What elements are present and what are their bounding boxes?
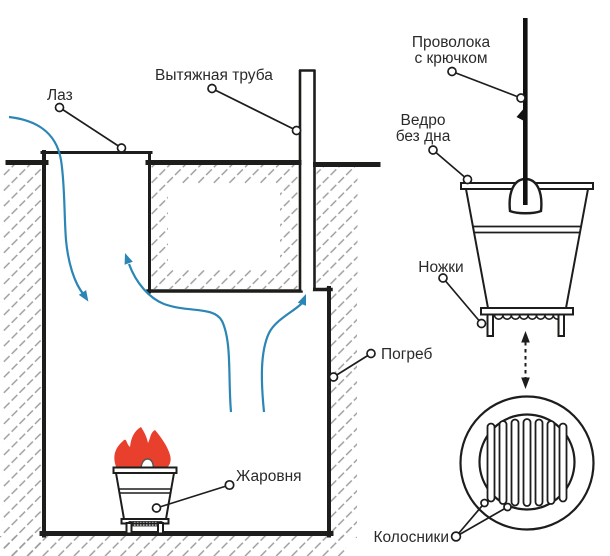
- label-legs: Ножки: [418, 259, 463, 276]
- airflow-in-arrowhead-icon: [78, 290, 89, 302]
- leader-line: [432, 149, 469, 181]
- leader-node: [207, 83, 217, 94]
- label-brazier: Жаровня: [236, 468, 302, 485]
- airflow-in-curve: [8, 115, 85, 296]
- leader-line: [211, 87, 297, 132]
- leader-node: [438, 273, 448, 283]
- bucket-leg-left: [486, 313, 494, 337]
- leader-line: [451, 70, 522, 99]
- grate-bar: [534, 418, 544, 507]
- leader-node: [503, 502, 512, 512]
- leader-node: [151, 503, 162, 513]
- grate-bar: [558, 422, 568, 503]
- dashed-arrow-down-head-icon: [521, 377, 530, 389]
- earth-left-strip: [2, 165, 42, 556]
- leader-node: [428, 145, 438, 155]
- airflow-to-pipe-arrowhead-icon: [297, 294, 306, 306]
- leader-line: [455, 506, 508, 538]
- dashed-arrow-up-head-icon: [521, 331, 530, 343]
- earth-mid-block-center: [168, 184, 280, 270]
- view-direction-arrow: [521, 331, 530, 389]
- label-bucket-line2: без дна: [396, 128, 451, 145]
- airflow-arrows: [8, 115, 306, 413]
- bucket-leg-right: [557, 313, 565, 337]
- grate-bottom-view: [459, 395, 595, 531]
- bucket-figure: [460, 18, 594, 337]
- leader-node: [462, 174, 473, 185]
- brazier-leg-right: [157, 522, 164, 535]
- label-wire-line1: Проволока: [412, 34, 491, 51]
- wire-hook-icon: [516, 106, 526, 122]
- airflow-circulation-curve: [127, 263, 233, 413]
- labels: Лаз Вытяжная труба Проволока с крючком В…: [47, 34, 491, 546]
- cellar-structure: [5, 150, 381, 538]
- leader-wire: [447, 66, 526, 103]
- earth-hatching: [0, 165, 358, 556]
- leader-node: [480, 498, 489, 508]
- leader-node: [54, 102, 65, 113]
- grate-bar: [486, 422, 496, 503]
- leader-grate-bars: [450, 498, 512, 542]
- leader-node: [328, 372, 339, 382]
- earth-right-lower: [331, 288, 357, 538]
- leader-hatch-opening: [54, 102, 127, 153]
- label-wire-line2: с крючком: [414, 50, 487, 67]
- brazier-figure: [112, 427, 178, 535]
- grate-bar: [546, 420, 556, 505]
- leader-cellar: [328, 348, 376, 382]
- leader-line: [442, 277, 483, 325]
- leader-node: [291, 125, 302, 136]
- brazier-body: [114, 472, 176, 520]
- label-grate-bars: Колосники: [373, 529, 449, 546]
- leader-brazier: [151, 479, 235, 513]
- bucket-bottom-rim: [480, 307, 574, 316]
- leader-node: [516, 93, 526, 103]
- leader-exhaust-pipe: [207, 83, 302, 136]
- leader-line: [59, 106, 122, 149]
- label-hatch-opening: Лаз: [47, 87, 73, 104]
- grate-bar: [510, 418, 520, 507]
- leader-line: [455, 502, 486, 538]
- airflow-circulation-arrowhead-icon: [124, 253, 133, 265]
- bucket-bottom-scallops: [493, 314, 563, 320]
- grate-bars-group: [486, 418, 568, 507]
- leader-node: [116, 143, 127, 153]
- exhaust-pipe-structure: [298, 69, 316, 291]
- label-exhaust-pipe: Вытяжная труба: [155, 67, 273, 84]
- grate-bar: [522, 418, 532, 507]
- earth-below-floor: [0, 536, 346, 556]
- leader-line: [333, 352, 372, 378]
- earth-right-upper: [316, 167, 358, 288]
- leader-bucket: [428, 145, 473, 185]
- flame-icon: [114, 427, 171, 469]
- leader-node: [450, 531, 462, 542]
- leader-node: [224, 479, 235, 491]
- label-bucket-line1: Ведро: [401, 112, 446, 129]
- leader-node: [447, 66, 457, 77]
- leader-line: [156, 484, 230, 509]
- leader-lines: [54, 66, 526, 542]
- brazier-leg-left: [125, 522, 133, 535]
- airflow-to-pipe-curve: [260, 302, 303, 413]
- grate-bar: [498, 420, 508, 505]
- pipe-inner: [301, 71, 313, 291]
- leader-legs: [438, 273, 487, 329]
- label-cellar: Погреб: [381, 346, 432, 363]
- leader-node: [476, 318, 487, 329]
- leader-node: [366, 348, 376, 359]
